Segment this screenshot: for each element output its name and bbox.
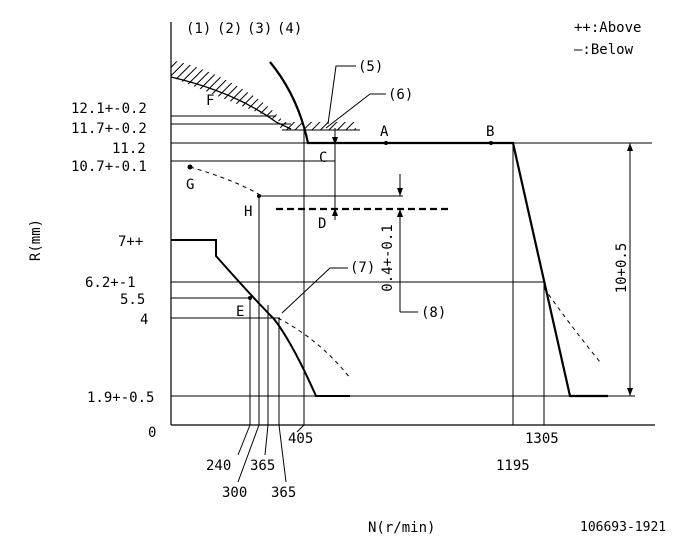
xtick-leader-365b bbox=[278, 424, 287, 483]
stopper-curve bbox=[170, 76, 292, 130]
callout-5: (5) bbox=[358, 59, 383, 75]
y-tick-10-7: 10.7+-0.1 bbox=[71, 159, 147, 175]
callout-7-leader bbox=[281, 267, 348, 314]
y-tick-11-2: 11.2 bbox=[112, 141, 146, 157]
point-label-c: C bbox=[319, 150, 327, 166]
legend-below: —:Below bbox=[574, 42, 634, 58]
dim-c-d-arrow-bottom bbox=[332, 208, 338, 216]
legend-above: ++:Above bbox=[574, 20, 641, 36]
point-b-marker bbox=[489, 141, 493, 145]
y-tick-5-5: 5.5 bbox=[120, 292, 145, 308]
dashed-curve-g bbox=[189, 166, 263, 197]
dim-10-arrow-top bbox=[627, 143, 633, 151]
label-4: (4) bbox=[277, 21, 302, 37]
dim-04-arrow-top bbox=[397, 188, 403, 196]
callout-5-leader bbox=[327, 65, 356, 125]
xtick-leader-405 bbox=[296, 424, 305, 433]
point-h-marker bbox=[257, 194, 261, 198]
x-tick-1195: 1195 bbox=[496, 458, 530, 474]
y-tick-0: 0 bbox=[148, 425, 156, 441]
callout-8: (8) bbox=[421, 305, 446, 321]
point-label-h: H bbox=[244, 204, 252, 220]
y-tick-6-2: 6.2+-1 bbox=[85, 275, 136, 291]
point-label-e: E bbox=[236, 304, 244, 320]
dashed-curve-right bbox=[543, 287, 601, 363]
callout-6-leader bbox=[325, 93, 386, 129]
x-axis-label: N(r/min) bbox=[368, 520, 435, 536]
x-tick-1305: 1305 bbox=[525, 431, 559, 447]
y-axis-label: R(mm) bbox=[28, 219, 44, 261]
full-load-curve bbox=[269, 61, 608, 398]
y-tick-11-7: 11.7+-0.2 bbox=[71, 121, 147, 137]
point-a-marker bbox=[384, 141, 388, 145]
xtick-leader-300 bbox=[237, 424, 260, 483]
label-2: (2) bbox=[217, 21, 242, 37]
x-tick-300: 300 bbox=[222, 485, 247, 501]
dim-c-d-arrow-top bbox=[332, 137, 338, 145]
label-3: (3) bbox=[247, 21, 272, 37]
callout-7: (7) bbox=[350, 260, 375, 276]
y-tick-7: 7++ bbox=[118, 234, 143, 250]
point-label-a: A bbox=[380, 124, 389, 140]
x-tick-240: 240 bbox=[206, 458, 231, 474]
stopper-hatch-band bbox=[276, 122, 356, 130]
y-tick-1-9: 1.9+-0.5 bbox=[87, 390, 154, 406]
point-label-b: B bbox=[486, 124, 494, 140]
stopper-hatched-region bbox=[171, 60, 286, 124]
dim-10-arrow-bottom bbox=[627, 388, 633, 396]
x-tick-365-upper: 365 bbox=[250, 458, 275, 474]
xtick-leader-240 bbox=[237, 424, 251, 456]
document-id: 106693-1921 bbox=[580, 520, 666, 535]
xtick-leader-365a bbox=[264, 424, 269, 456]
x-tick-405: 405 bbox=[288, 431, 313, 447]
dim-04-label: 0.4+-0.1 bbox=[380, 224, 396, 291]
y-tick-4: 4 bbox=[140, 312, 148, 328]
point-label-f: F bbox=[206, 93, 214, 109]
point-label-g: G bbox=[186, 177, 194, 193]
idle-curve bbox=[171, 239, 350, 397]
point-label-d: D bbox=[318, 216, 326, 232]
point-e-marker bbox=[248, 296, 252, 300]
point-g-marker bbox=[187, 164, 193, 170]
x-tick-365-lower: 365 bbox=[271, 485, 296, 501]
y-tick-12-1: 12.1+-0.2 bbox=[71, 101, 147, 117]
dim-04-arrow-bottom bbox=[397, 209, 403, 217]
callout-6: (6) bbox=[388, 87, 413, 103]
label-1: (1) bbox=[186, 21, 211, 37]
dim-10-label: 10+0.5 bbox=[614, 243, 630, 294]
dashed-curve-7 bbox=[277, 317, 351, 379]
